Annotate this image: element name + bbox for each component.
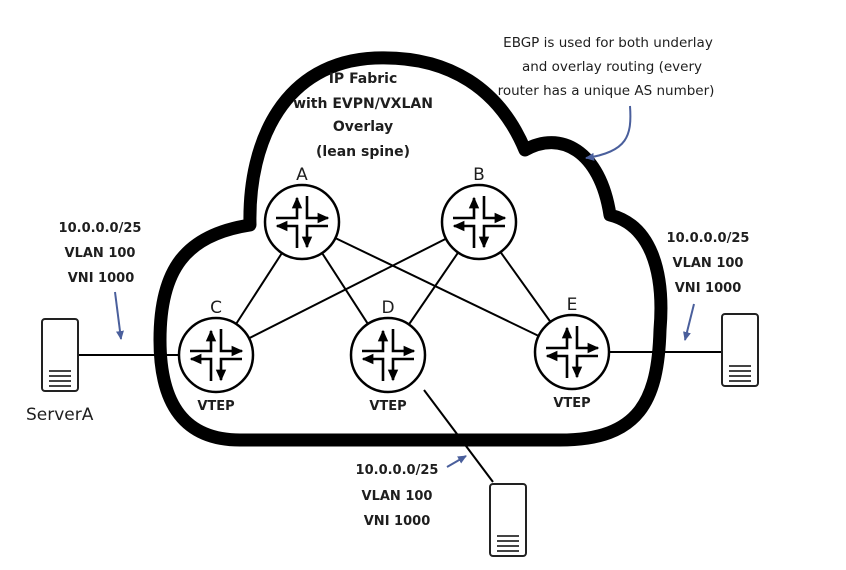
router-e[interactable]: E VTEP	[535, 295, 609, 411]
router-label: E	[567, 295, 578, 315]
serverD-arrow-icon	[446, 455, 467, 468]
router-c[interactable]: C VTEP	[179, 298, 253, 414]
router-icon	[442, 185, 516, 259]
ebgp-note-line1: EBGP is used for both underlay	[503, 35, 713, 51]
vtep-label: VTEP	[197, 399, 234, 414]
router-icon	[351, 318, 425, 392]
link-D-serverD	[423, 389, 494, 483]
vtep-label: VTEP	[553, 396, 590, 411]
cloud-label-line4: (lean spine)	[316, 144, 410, 160]
server-icon[interactable]	[721, 313, 759, 387]
serverD-vni: VNI 1000	[364, 514, 431, 529]
router-icon	[179, 318, 253, 392]
link-B-C	[215, 221, 480, 356]
ebgp-note-line2: and overlay routing (every	[522, 59, 702, 75]
router-label: C	[210, 298, 222, 318]
router-icon	[265, 185, 339, 259]
router-b[interactable]: B	[442, 165, 516, 259]
serverA-name: ServerA	[26, 405, 94, 425]
cloud-label-line2: with EVPN/VXLAN	[293, 96, 433, 112]
serverA-vni: VNI 1000	[68, 271, 135, 286]
serverE-subnet: 10.0.0.0/25	[667, 231, 750, 246]
router-a[interactable]: A	[265, 165, 339, 259]
vtep-label: VTEP	[369, 399, 406, 414]
server-icon[interactable]	[41, 318, 79, 392]
serverE-vni: VNI 1000	[675, 281, 742, 296]
router-label: A	[296, 165, 308, 185]
router-label: B	[473, 165, 485, 185]
annotation-arrow-icon	[585, 105, 632, 161]
router-icon	[535, 315, 609, 389]
cloud-label-line3: Overlay	[333, 119, 393, 135]
router-d[interactable]: D VTEP	[351, 298, 425, 414]
serverD-vlan: VLAN 100	[362, 489, 433, 504]
server-icon[interactable]	[489, 483, 527, 557]
cloud-label-line1: IP Fabric	[329, 71, 398, 87]
serverE-arrow-icon	[683, 303, 695, 341]
serverA-subnet: 10.0.0.0/25	[59, 221, 142, 236]
router-label: D	[381, 298, 394, 318]
ebgp-note-line3: router has a unique AS number)	[498, 83, 715, 99]
serverD-subnet: 10.0.0.0/25	[356, 463, 439, 478]
serverA-arrow-icon	[114, 291, 124, 340]
link-A-E	[301, 221, 573, 353]
serverE-vlan: VLAN 100	[673, 256, 744, 271]
serverA-vlan: VLAN 100	[65, 246, 136, 261]
